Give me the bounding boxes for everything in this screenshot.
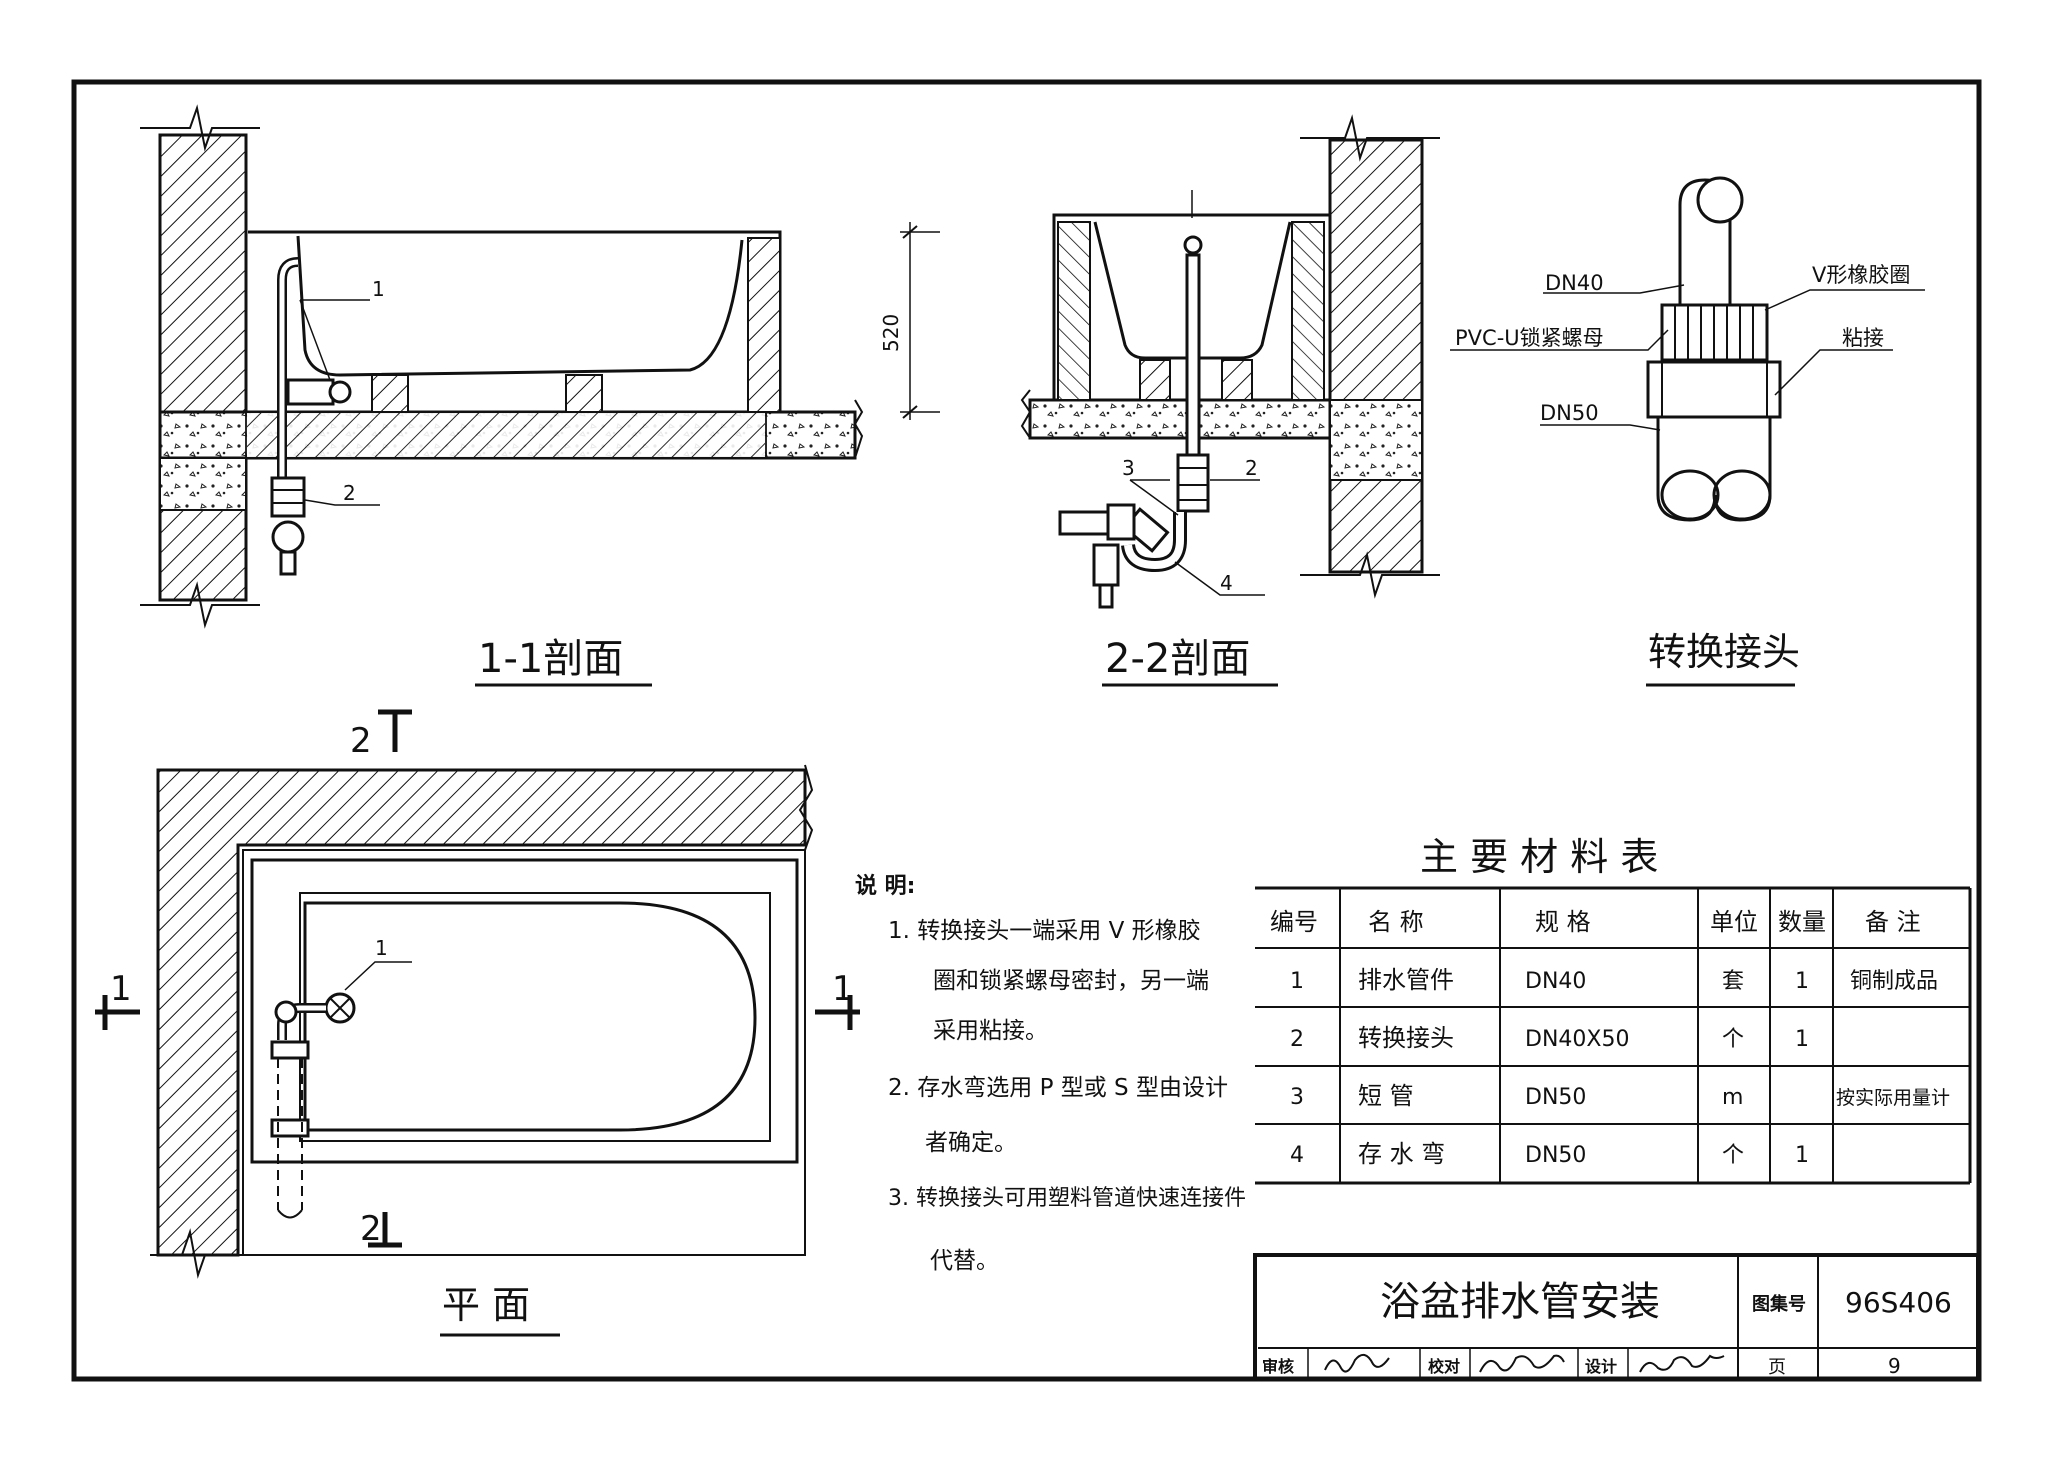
plan-title: 平 面	[442, 1283, 530, 1327]
table-cell: 个	[1722, 1143, 1744, 1168]
adapter-label-dn40: DN40	[1545, 271, 1604, 295]
section-2-2	[1020, 114, 1440, 609]
table-cell: DN40	[1525, 969, 1586, 994]
table-row: 1 排水管件 DN40 套 1 铜制成品	[1290, 966, 1938, 994]
notes: 说 明: 1. 转换接头一端采用 V 形橡胶 圈和锁紧螺母密封，另一端 采用粘接…	[855, 873, 1246, 1274]
table-cell: 排水管件	[1358, 966, 1454, 994]
drawing-title: 浴盆排水管安装	[1380, 1279, 1660, 1325]
atlas-label: 图集号	[1752, 1293, 1806, 1315]
adapter-label-vring: V形橡胶圈	[1812, 263, 1910, 287]
notes-line: 者确定。	[925, 1130, 1017, 1156]
dimension-520: 520	[879, 314, 903, 352]
table-cell: m	[1722, 1085, 1743, 1110]
atlas-number: 96S406	[1845, 1286, 1952, 1319]
table-cell: DN40X50	[1525, 1027, 1629, 1052]
section-1-1-callout-2: 2	[343, 481, 356, 505]
section-1-1-title: 1-1剖面	[478, 636, 623, 682]
notes-line: 代替。	[930, 1248, 999, 1274]
table-cell: 1	[1795, 1027, 1809, 1052]
table-header-cell: 名 称	[1368, 908, 1424, 936]
table-header-cell: 数量	[1778, 908, 1826, 936]
section-2-2-callout-2: 2	[1245, 456, 1258, 480]
adapter-title: 转换接头	[1648, 630, 1800, 674]
table-cell: 按实际用量计	[1836, 1087, 1950, 1109]
review-label: 审核	[1262, 1357, 1294, 1376]
table-cell: 套	[1722, 969, 1744, 994]
table-cell: 4	[1290, 1143, 1304, 1168]
title-block	[1253, 1253, 1980, 1381]
table-row: 4 存 水 弯 DN50 个 1	[1290, 1140, 1809, 1168]
plan-cut-2-top: 2	[350, 721, 372, 761]
table-cell: 1	[1290, 969, 1304, 994]
adapter-label-glue: 粘接	[1842, 326, 1884, 350]
adapter-detail	[1450, 176, 1925, 522]
plan-cut-2-bottom: 2	[360, 1209, 382, 1249]
notes-line: 圈和锁紧螺母密封，另一端	[933, 968, 1209, 994]
materials-table-title: 主 要 材 料 表	[1420, 835, 1658, 879]
materials-table	[1255, 886, 1972, 1185]
adapter-label-dn50: DN50	[1540, 401, 1599, 425]
plan-cut-1-left: 1	[110, 969, 132, 1009]
page-number: 9	[1888, 1354, 1901, 1378]
table-header-cell: 规 格	[1535, 908, 1591, 936]
notes-line: 采用粘接。	[933, 1018, 1048, 1044]
notes-line: 1. 转换接头一端采用 V 形橡胶	[888, 918, 1201, 944]
table-cell: 2	[1290, 1027, 1304, 1052]
table-cell: 存 水 弯	[1358, 1140, 1445, 1168]
table-cell: 1	[1795, 1143, 1809, 1168]
check-label: 校对	[1428, 1357, 1460, 1376]
design-label: 设计	[1585, 1357, 1617, 1376]
section-2-2-callout-4: 4	[1220, 571, 1233, 595]
table-cell: 转换接头	[1358, 1024, 1454, 1052]
plan-callout-1: 1	[375, 936, 388, 960]
notes-line: 2. 存水弯选用 P 型或 S 型由设计	[888, 1075, 1228, 1101]
section-1-1	[140, 104, 940, 629]
notes-line: 3. 转换接头可用塑料管道快速连接件	[888, 1186, 1246, 1211]
plan-cut-1-right: 1	[832, 969, 854, 1009]
materials-table-header: 编号 名 称 规 格 单位 数量 备 注	[1270, 908, 1921, 936]
table-row: 3 短 管 DN50 m 按实际用量计	[1290, 1082, 1950, 1110]
plan-view	[95, 709, 860, 1279]
table-cell: DN50	[1525, 1085, 1586, 1110]
table-cell: 个	[1722, 1027, 1744, 1052]
adapter-label-nut: PVC-U锁紧螺母	[1455, 326, 1604, 350]
table-header-cell: 备 注	[1865, 908, 1921, 936]
drawing-frame	[71, 79, 1982, 1382]
table-cell: 短 管	[1358, 1082, 1414, 1110]
table-row: 2 转换接头 DN40X50 个 1	[1290, 1024, 1809, 1052]
page-label: 页	[1768, 1357, 1786, 1378]
table-cell: 1	[1795, 969, 1809, 994]
table-cell: DN50	[1525, 1143, 1586, 1168]
section-2-2-callout-3: 3	[1122, 456, 1135, 480]
table-cell: 3	[1290, 1085, 1304, 1110]
table-header-cell: 单位	[1710, 908, 1758, 936]
table-cell: 铜制成品	[1850, 969, 1938, 994]
notes-heading: 说 明:	[855, 873, 915, 899]
section-1-1-callout-1: 1	[372, 277, 385, 301]
section-2-2-title: 2-2剖面	[1105, 636, 1250, 682]
table-header-cell: 编号	[1270, 908, 1318, 936]
